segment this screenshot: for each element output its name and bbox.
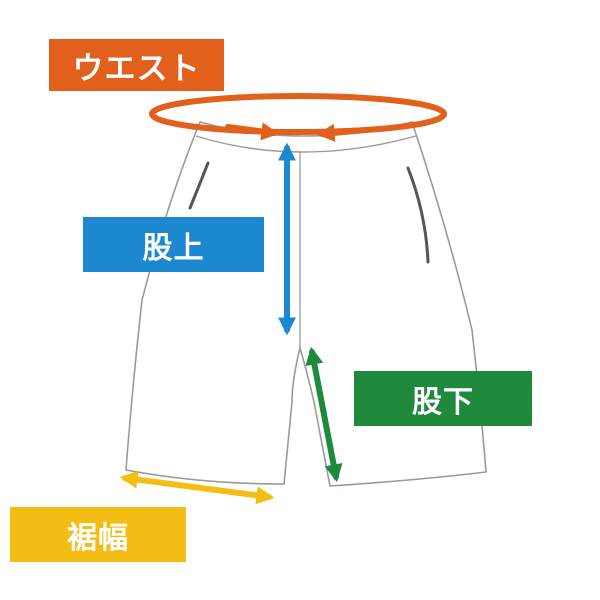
inseam-measurement-arrow bbox=[305, 346, 343, 483]
waistband-line bbox=[195, 135, 417, 153]
right-pocket-line bbox=[406, 166, 430, 264]
hem-width-measurement-arrow bbox=[119, 470, 275, 505]
waist-arrow-right bbox=[316, 123, 369, 142]
waist-measurement-ellipse bbox=[149, 93, 447, 135]
left-pocket-line bbox=[188, 161, 210, 210]
rise-label: 股上 bbox=[83, 217, 264, 272]
inseam-label: 股下 bbox=[354, 371, 532, 426]
shorts-outline bbox=[125, 121, 487, 487]
hem-width-label: 裾幅 bbox=[10, 507, 186, 562]
waist-arrow-left bbox=[225, 122, 280, 141]
waist-label: ウエスト bbox=[49, 39, 224, 91]
